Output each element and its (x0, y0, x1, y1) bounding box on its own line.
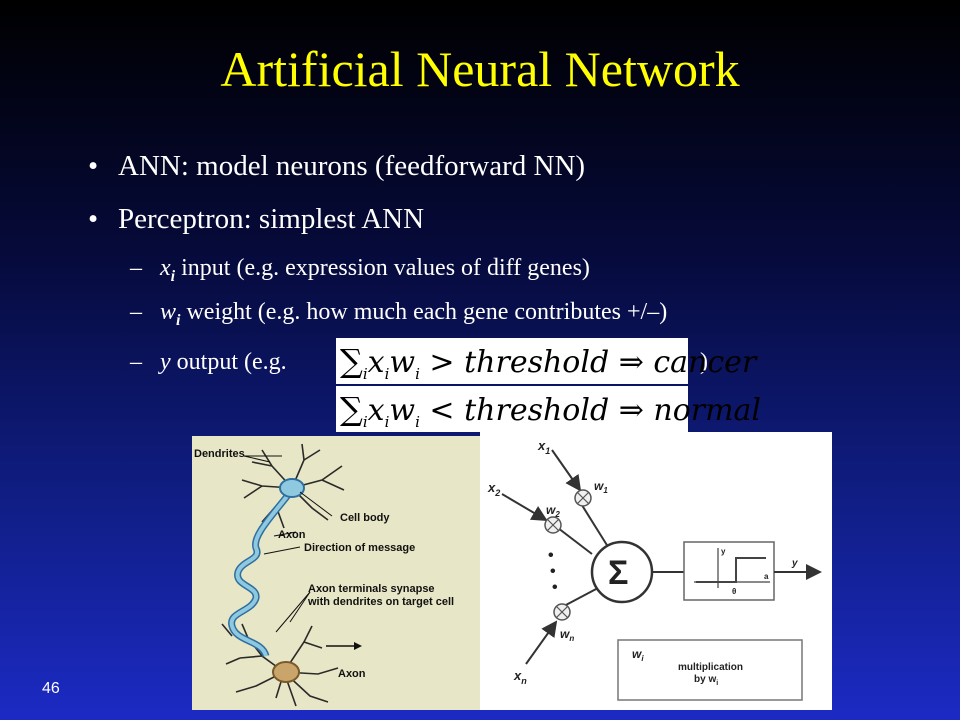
neuron-illustration: Dendrites Cell body Axon Direction of me… (192, 436, 480, 710)
ellipsis-dot-3: • (552, 579, 558, 596)
bullet-dot: • (88, 203, 99, 235)
step-theta-label: θ (732, 587, 736, 596)
legend-text-1: multiplication (678, 662, 743, 673)
formula-operator: > (419, 345, 465, 380)
dash: – (130, 349, 142, 375)
formula-operator: < (419, 393, 465, 428)
closing-paren: ) (700, 349, 708, 375)
sub-item-text: input (e.g. expression values of diff ge… (175, 255, 590, 281)
label-dendrites: Dendrites (194, 448, 245, 460)
formula-rhs: threshold ⇒ normal (464, 393, 762, 428)
formula-sub: i (384, 365, 390, 383)
cell-body-shape (279, 478, 305, 498)
var-w: w (160, 299, 177, 325)
step-y-label: y (721, 547, 726, 556)
label-direction: Direction of message (304, 542, 416, 554)
subscript: i (176, 311, 181, 329)
step-curve (696, 557, 766, 583)
sub-item-input: –xi input (e.g. expression values of dif… (130, 255, 590, 286)
var-y: y (160, 349, 171, 375)
formula-sub: i (384, 413, 390, 431)
bullet-text: Perceptron: simplest ANN (118, 203, 425, 235)
target-cell-shape (272, 661, 300, 683)
ellipsis-dot-1: • (548, 547, 554, 564)
slide-title: Artificial Neural Network (220, 41, 740, 97)
step-function-box (683, 541, 775, 601)
bullet-perceptron: • Perceptron: simplest ANN (88, 203, 425, 236)
label-w1: w1 (594, 479, 608, 495)
legend-box (617, 639, 803, 701)
step-a-label: a (764, 572, 769, 581)
label-axon: Axon (278, 529, 306, 541)
sub-item-weight: –wi weight (e.g. how much each gene cont… (130, 299, 668, 330)
sub-item-text: output (e.g. (170, 349, 287, 375)
formula-sub: i (415, 413, 420, 431)
neuron-drawing (221, 443, 362, 707)
dash: – (130, 299, 142, 325)
var-x: x (160, 255, 171, 281)
sub-item-text: weight (e.g. how much each gene contribu… (180, 299, 668, 325)
slide-number: 46 (42, 680, 60, 697)
dash: – (130, 255, 142, 281)
bullet-text: ANN: model neurons (feedforward NN) (118, 150, 586, 182)
bullet-dot: • (88, 150, 99, 182)
label-wn: wn (560, 627, 574, 643)
legend-w-label: wi (632, 647, 644, 663)
ellipsis-dot-2: • (550, 563, 556, 580)
formula-sub: i (415, 365, 420, 383)
formula-normal: ∑ixiwi < threshold ⇒ normal (336, 386, 761, 432)
label-w2: w2 (546, 503, 560, 519)
legend-text-2: by wi (694, 674, 718, 687)
formula-var: x (367, 393, 385, 428)
label-xn: xn (513, 668, 527, 686)
label-terminals-1: Axon terminals synapse (308, 583, 435, 595)
label-axon-bottom: Axon (338, 668, 366, 680)
sum-symbol: ∑ (340, 342, 363, 380)
formula-var: w (389, 345, 416, 380)
sum-symbol-label: Σ (608, 554, 628, 592)
sum-symbol: ∑ (340, 390, 363, 428)
formula-var: x (367, 345, 385, 380)
output-y-label: y (791, 558, 798, 569)
sum-index: i (362, 365, 368, 383)
bullet-ann: • ANN: model neurons (feedforward NN) (88, 150, 586, 183)
perceptron-diagram: x1 x2 xn w1 w2 wn Σ • • • y θ a y wi mul… (480, 432, 832, 710)
formula-var: w (389, 393, 416, 428)
formula-rhs: threshold ⇒ cancer (464, 345, 757, 380)
axon-core (229, 488, 294, 657)
perceptron-drawing: x1 x2 xn w1 w2 wn Σ • • • y θ a y wi mul… (487, 438, 822, 701)
label-x1: x1 (537, 438, 550, 456)
label-terminals-2: with dendrites on target cell (308, 596, 455, 608)
subscript: i (170, 267, 176, 285)
label-cell-body: Cell body (340, 512, 390, 524)
label-x2: x2 (487, 480, 500, 498)
sum-index: i (362, 413, 368, 431)
sub-item-output: –y output (e.g. (130, 349, 287, 376)
axon-path (228, 487, 295, 658)
formula-cancer: ∑ixiwi > threshold ⇒ cancer (336, 338, 756, 384)
